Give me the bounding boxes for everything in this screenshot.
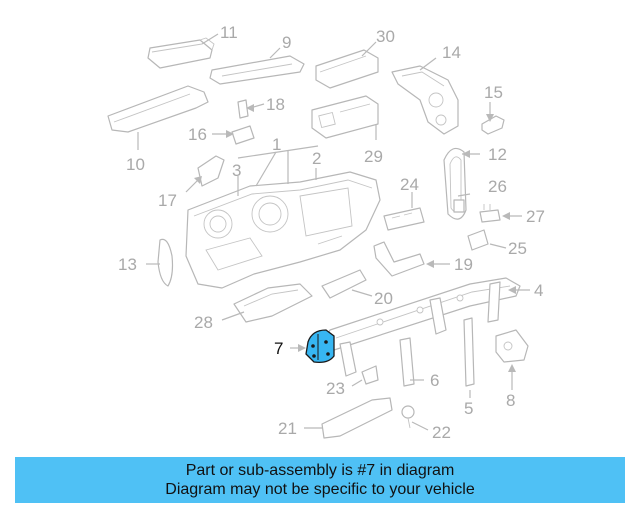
callout-5: 5 (464, 399, 473, 418)
part-9 (209, 55, 305, 85)
callout-6: 6 (430, 371, 439, 390)
callout-17: 17 (158, 191, 177, 210)
callout-28: 28 (194, 313, 213, 332)
part-26 (453, 199, 465, 213)
part-27 (479, 204, 501, 223)
part-17 (197, 155, 225, 187)
part-7-highlighted[interactable] (305, 329, 335, 364)
callout-18: 18 (266, 95, 285, 114)
callout-7[interactable]: 7 (274, 339, 283, 358)
part-13 (157, 238, 174, 287)
exploded-parts-diagram: 11 9 30 14 18 15 16 1 10 2 29 12 3 17 24… (107, 23, 545, 442)
part-23 (361, 365, 379, 385)
callout-labels: 11 9 30 14 18 15 16 1 10 2 29 12 3 17 24… (118, 23, 545, 442)
callout-12: 12 (488, 145, 507, 164)
part-28 (233, 283, 313, 323)
part-25 (467, 229, 489, 251)
callout-1: 1 (272, 135, 281, 154)
callout-29: 29 (364, 147, 383, 166)
callout-3: 3 (232, 161, 241, 180)
part-5 (463, 317, 475, 387)
part-4-cross-beam (321, 277, 521, 377)
callout-26: 26 (488, 177, 507, 196)
callout-11: 11 (220, 23, 238, 42)
part-10 (107, 85, 209, 133)
callout-20: 20 (374, 289, 393, 308)
callout-23: 23 (326, 379, 345, 398)
callout-9: 9 (282, 33, 291, 52)
part-19 (373, 241, 425, 277)
callout-4: 4 (534, 281, 543, 300)
callout-2: 2 (312, 149, 321, 168)
info-banner: Part or sub-assembly is #7 in diagram Di… (15, 457, 625, 503)
part-22 (401, 405, 415, 429)
callout-19: 19 (454, 255, 473, 274)
part-16 (231, 125, 255, 145)
part-8 (495, 329, 529, 363)
callout-16: 16 (188, 125, 207, 144)
callout-24: 24 (400, 175, 419, 194)
callout-13: 13 (118, 255, 137, 274)
callout-21: 21 (278, 419, 297, 438)
part-11 (147, 37, 215, 69)
part-20 (321, 269, 367, 299)
leader-lines (137, 33, 530, 431)
callout-14: 14 (442, 43, 461, 62)
part-30 (315, 49, 379, 89)
banner-line-part-number: Part or sub-assembly is #7 in diagram (185, 462, 455, 479)
callout-30: 30 (376, 27, 395, 46)
part-15 (481, 115, 505, 135)
part-18 (237, 99, 249, 119)
part-21 (321, 397, 393, 439)
callout-27: 27 (526, 207, 545, 226)
callout-10: 10 (126, 155, 145, 174)
callout-22: 22 (432, 423, 451, 442)
callout-15: 15 (484, 83, 503, 102)
callout-8: 8 (506, 391, 515, 410)
part-6 (399, 337, 415, 387)
part-29 (311, 95, 379, 139)
part-24 (383, 207, 425, 231)
part-14 (391, 65, 459, 135)
callout-25: 25 (508, 239, 527, 258)
part-1-instrument-panel (185, 171, 381, 289)
banner-line-disclaimer: Diagram may not be specific to your vehi… (165, 481, 475, 498)
